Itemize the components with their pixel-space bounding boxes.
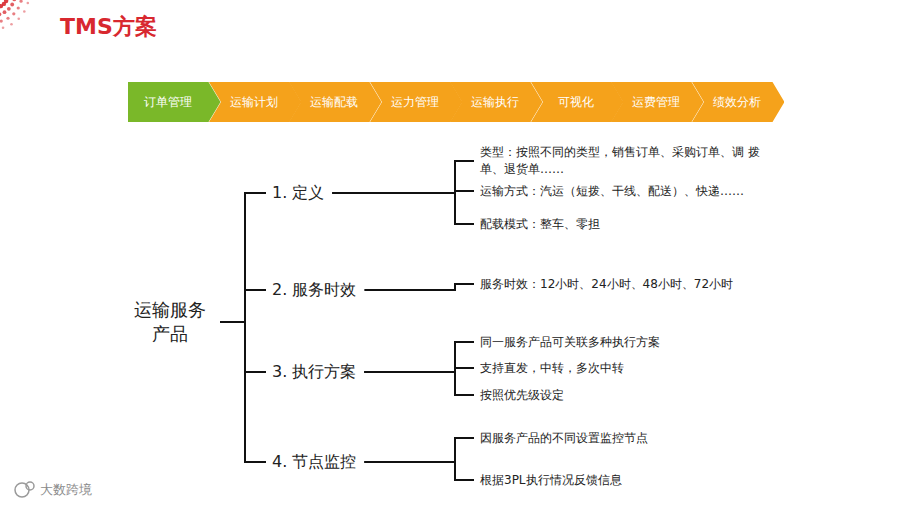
node-text: 支持直发，中转，多次中转 xyxy=(480,360,624,377)
page-title: TMS方案 xyxy=(60,12,157,42)
process-step: 可视化 xyxy=(531,82,624,122)
node-text: 运输执行 xyxy=(461,94,531,111)
chevron-fill xyxy=(289,82,382,122)
node-text: 运输服务 产品 xyxy=(128,298,212,347)
chevron-fill xyxy=(692,82,785,122)
tree-connector xyxy=(364,438,474,462)
chevron-fill xyxy=(370,82,463,122)
logo-dot xyxy=(0,12,1,16)
branch-topic: 3. 执行方案 xyxy=(272,362,356,383)
logo-dot xyxy=(19,0,22,3)
logo-dot xyxy=(17,6,20,9)
process-step: 运输配载 xyxy=(289,82,382,122)
node-text: 运输计划 xyxy=(220,94,290,111)
node-text: 2. 服务时效 xyxy=(272,280,356,301)
chevron-fill xyxy=(128,82,221,122)
chevron-fill xyxy=(531,82,624,122)
node-text: 绩效分析 xyxy=(703,94,773,111)
logo-dots xyxy=(0,0,30,30)
detail-item: 运输方式：汽运（短拨、干线、配送）、快递…… xyxy=(480,183,744,200)
branch-topic: 4. 节点监控 xyxy=(272,452,356,473)
branch-topic: 2. 服务时效 xyxy=(272,280,356,301)
logo-dot xyxy=(12,12,15,15)
logo-dot xyxy=(0,19,3,22)
node-text: 按照优先级设定 xyxy=(480,387,564,404)
process-step: 运费管理 xyxy=(611,82,704,122)
tree-connector xyxy=(364,462,474,480)
process-step: 运输执行 xyxy=(450,82,543,122)
tree-connector xyxy=(364,284,474,290)
tree-connector xyxy=(220,322,266,372)
node-text: 根据3PL执行情况反馈信息 xyxy=(480,472,622,489)
chevron-fill xyxy=(450,82,543,122)
detail-item: 根据3PL执行情况反馈信息 xyxy=(480,472,622,489)
node-text: 类型：按照不同的类型，销售订单、采购订单、调 拨单、退货单…… xyxy=(480,144,772,178)
watermark-icon xyxy=(15,482,34,497)
node-text: 运力管理 xyxy=(381,94,451,111)
process-step: 订单管理 xyxy=(128,82,221,122)
node-text: 运输方式：汽运（短拨、干线、配送）、快递…… xyxy=(480,183,744,200)
process-step: 运输计划 xyxy=(209,82,302,122)
tree-connector xyxy=(364,342,474,372)
logo-dot xyxy=(23,10,26,13)
watermark: 大数跨境 xyxy=(40,481,92,499)
tree-connector xyxy=(220,322,266,462)
logo-dot xyxy=(10,3,14,7)
branch-topic: 1. 定义 xyxy=(272,183,324,204)
detail-item: 因服务产品的不同设置监控节点 xyxy=(480,430,648,447)
node-text: 因服务产品的不同设置监控节点 xyxy=(480,430,648,447)
detail-item: 支持直发，中转，多次中转 xyxy=(480,360,624,377)
node-text: 运费管理 xyxy=(622,94,692,111)
detail-item: 同一服务产品可关联多种执行方案 xyxy=(480,334,660,351)
logo-dot xyxy=(17,17,20,20)
detail-item: 按照优先级设定 xyxy=(480,387,564,404)
node-text: 同一服务产品可关联多种执行方案 xyxy=(480,334,660,351)
node-text: 运输配载 xyxy=(300,94,370,111)
node-text: 配载模式：整车、零担 xyxy=(480,216,600,233)
node-text: 服务时效：12小时、24小时、48小时、72小时 xyxy=(480,276,733,293)
tree-connector xyxy=(220,290,266,322)
logo-dot xyxy=(10,23,13,26)
detail-item: 配载模式：整车、零担 xyxy=(480,216,600,233)
chevron-fill xyxy=(611,82,704,122)
process-step: 绩效分析 xyxy=(692,82,785,122)
logo-dot xyxy=(27,2,30,5)
node-text: 订单管理 xyxy=(144,94,204,111)
logo-dot xyxy=(3,10,7,14)
process-step: 运力管理 xyxy=(370,82,463,122)
tree-connector xyxy=(364,372,474,395)
logo-dot xyxy=(7,7,11,11)
node-text: 可视化 xyxy=(548,94,606,111)
logo-dot xyxy=(6,17,9,20)
tree-connector xyxy=(332,161,474,193)
logo-dot xyxy=(0,4,3,8)
node-text: 1. 定义 xyxy=(272,183,324,204)
logo-dot xyxy=(2,27,5,30)
detail-item: 服务时效：12小时、24小时、48小时、72小时 xyxy=(480,276,733,293)
node-text: 4. 节点监控 xyxy=(272,452,356,473)
node-text: 3. 执行方案 xyxy=(272,362,356,383)
detail-item: 类型：按照不同的类型，销售订单、采购订单、调 拨单、退货单…… xyxy=(480,144,772,178)
root-topic: 运输服务 产品 xyxy=(128,298,212,347)
tree-connector xyxy=(332,193,474,224)
tree-connector xyxy=(220,193,266,322)
logo-dot xyxy=(12,0,16,1)
chevron-fill xyxy=(209,82,302,122)
